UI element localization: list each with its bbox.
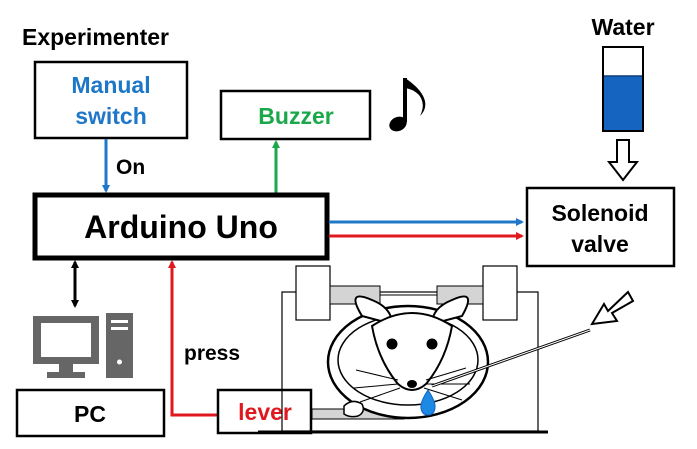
manual-switch-box [33,60,189,140]
computer-icon [33,313,133,378]
pc-box [15,388,166,438]
experimenter-label: Experimenter [22,24,169,50]
lever-label: lever [238,399,292,425]
solenoid-label-line2: valve [571,231,629,257]
apparatus-frame [258,265,548,434]
manual-switch-label-line2: switch [75,103,147,129]
water-flow-arrow [606,139,640,182]
buzzer-label: Buzzer [258,103,333,129]
manual-switch-label-line1: Manual [71,72,150,98]
solenoid-valve-box [525,186,676,268]
solenoid-label-line1: Solenoid [551,200,648,226]
hollow-arrow-icon [590,290,635,326]
water-drop-icon [420,389,436,416]
press-label: press [184,342,240,365]
music-note-icon [389,78,426,132]
arduino-uno-label: Arduino Uno [84,209,278,245]
pc-label: PC [74,401,106,427]
buzzer-box [219,89,372,141]
lever-to-arduino-arrow [168,260,218,417]
water-label: Water [591,14,654,40]
water-tube-icon [602,46,644,132]
arduino-uno-box [32,192,330,261]
mouse-illustration [326,295,490,420]
on-label: On [116,156,145,179]
